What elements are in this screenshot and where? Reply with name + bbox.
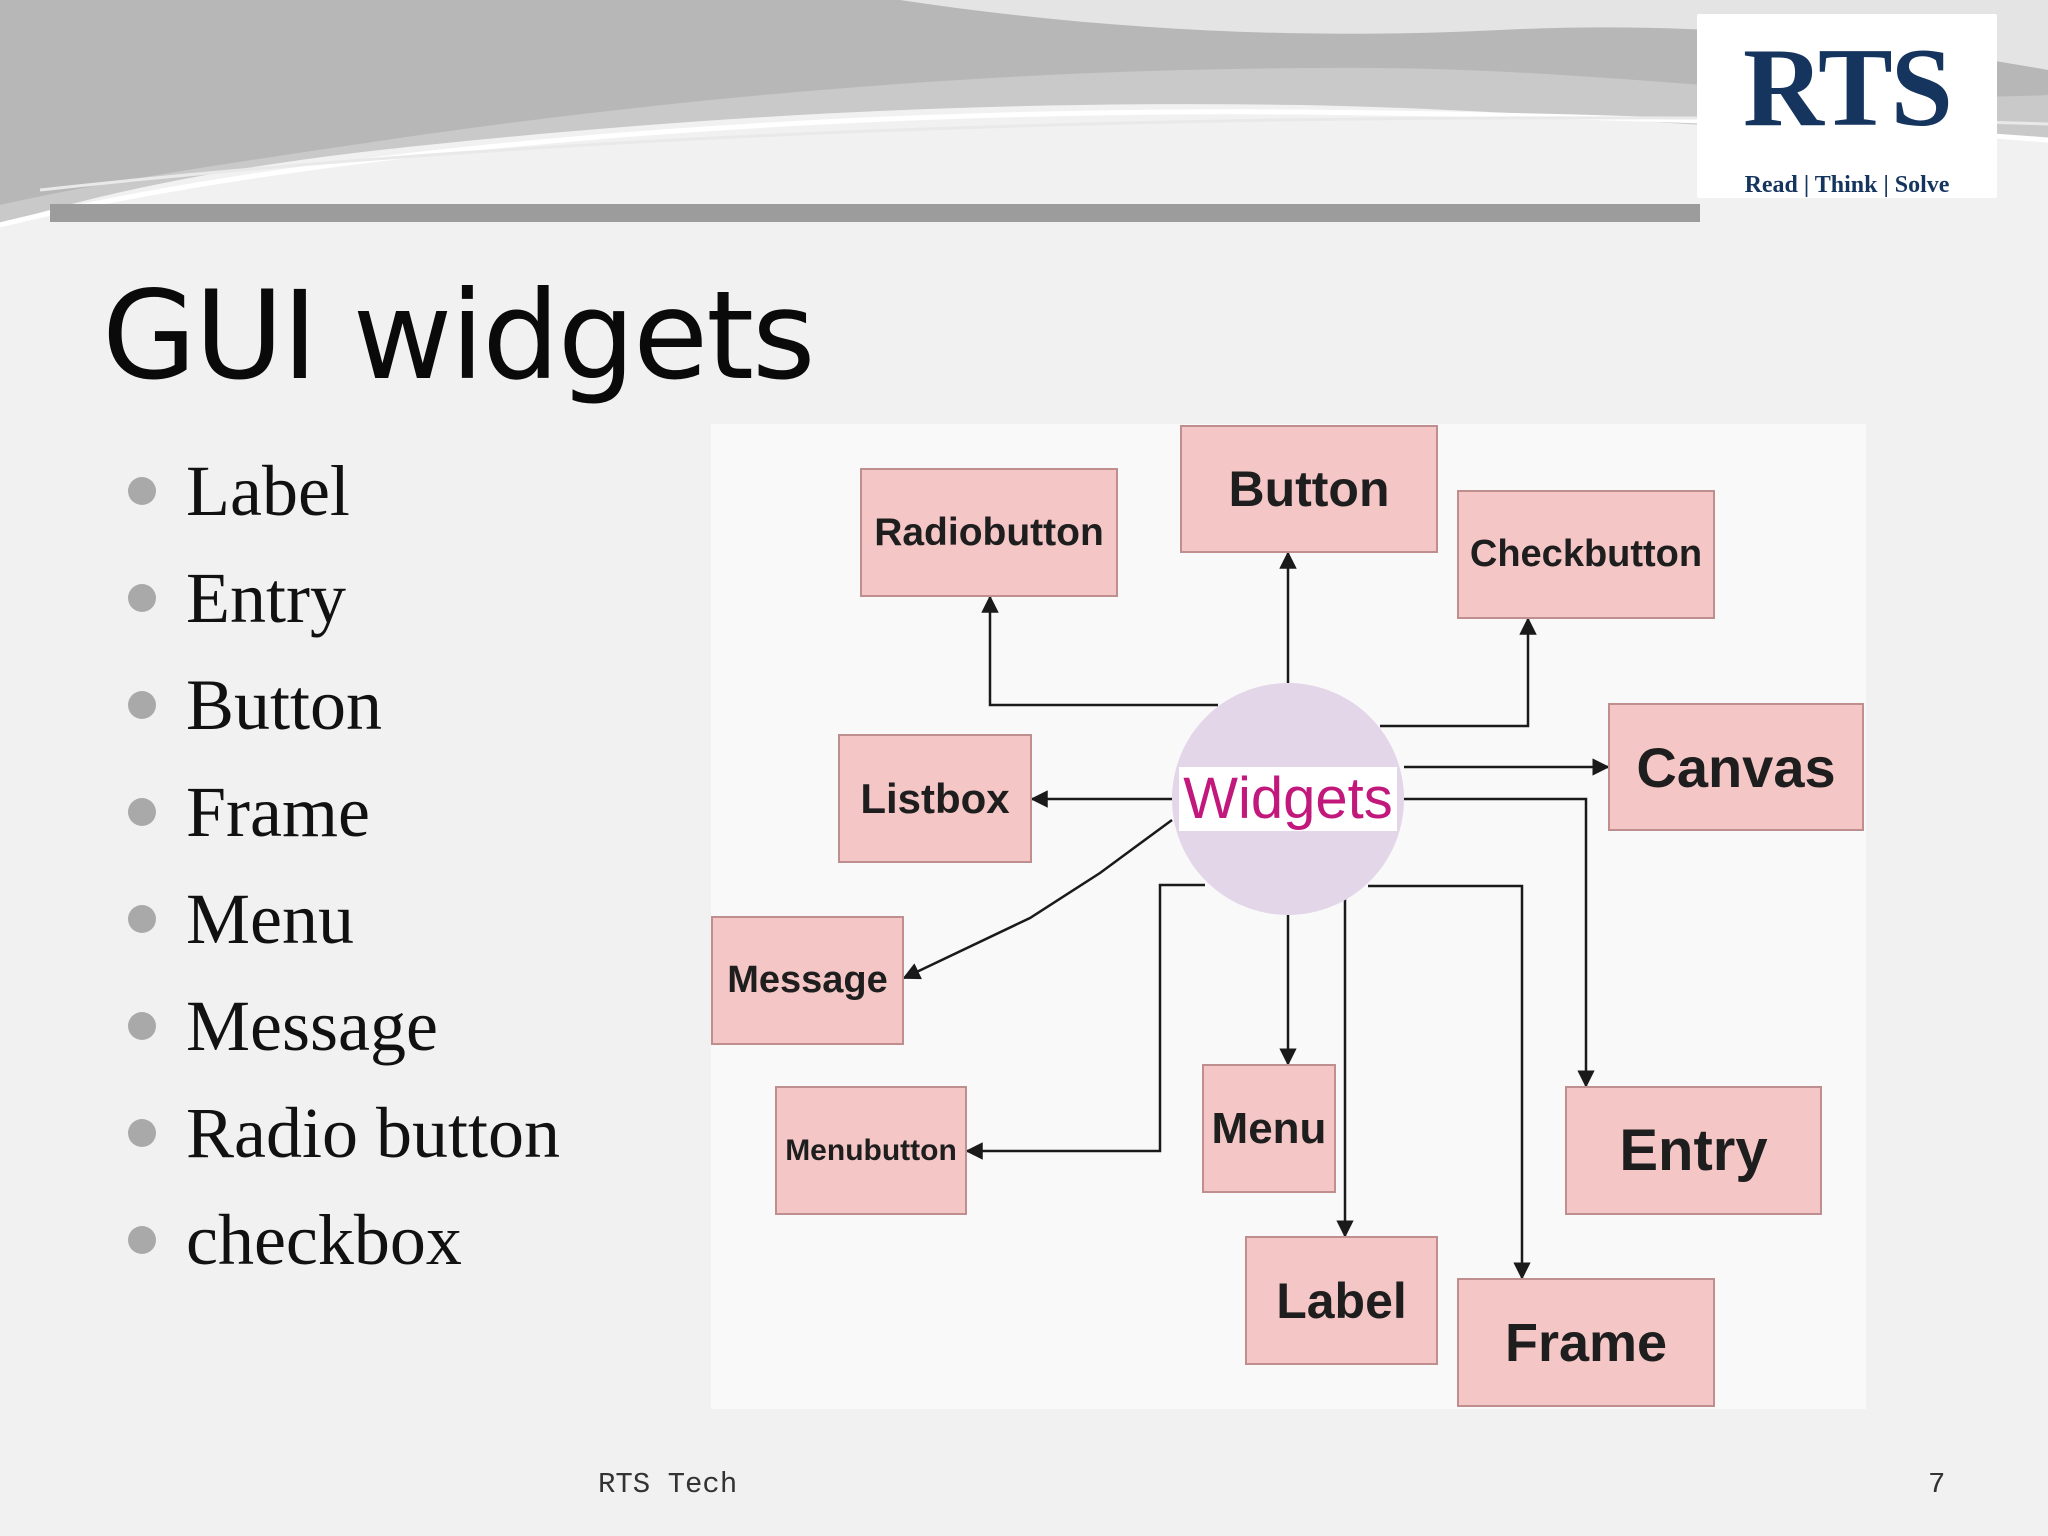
bullet-item: Label bbox=[128, 455, 560, 562]
bullet-item: Menu bbox=[128, 883, 560, 990]
edge-widgets-radiobutton bbox=[981, 595, 1218, 707]
bullet-dot-icon bbox=[128, 584, 156, 612]
node-listbox: Listbox bbox=[838, 734, 1032, 863]
bullet-dot-icon bbox=[128, 1119, 156, 1147]
bullet-text: Frame bbox=[186, 772, 370, 852]
bullet-item: Entry bbox=[128, 562, 560, 669]
bullet-list: Label Entry Button Frame Menu Message Ra… bbox=[128, 455, 560, 1311]
bullet-item: Button bbox=[128, 669, 560, 776]
bullet-dot-icon bbox=[128, 905, 156, 933]
bullet-dot-icon bbox=[128, 477, 156, 505]
bullet-text: Label bbox=[186, 451, 350, 531]
node-canvas: Canvas bbox=[1608, 703, 1864, 831]
bullet-text: Button bbox=[186, 665, 383, 745]
node-button: Button bbox=[1180, 425, 1438, 553]
page-number: 7 bbox=[1928, 1468, 1946, 1501]
node-entry: Entry bbox=[1565, 1086, 1822, 1215]
node-menu: Menu bbox=[1202, 1064, 1336, 1193]
logo-tagline: Read | Think | Solve bbox=[1744, 172, 1950, 198]
bullet-text: Radio button bbox=[186, 1093, 560, 1173]
slide-title: GUI widgets bbox=[102, 265, 816, 407]
node-message: Message bbox=[711, 916, 904, 1045]
edge-widgets-entry bbox=[1404, 797, 1595, 1088]
node-menubutton: Menubutton bbox=[775, 1086, 967, 1215]
bullet-dot-icon bbox=[128, 798, 156, 826]
edge-widgets-checkbutton bbox=[1380, 617, 1537, 728]
bullet-item: checkbox bbox=[128, 1204, 560, 1311]
footer-text: RTS Tech bbox=[598, 1468, 738, 1501]
bullet-item: Message bbox=[128, 990, 560, 1097]
logo-mark: RTS bbox=[1743, 26, 1953, 150]
bullet-dot-icon bbox=[128, 1012, 156, 1040]
node-frame: Frame bbox=[1457, 1278, 1715, 1407]
edge-widgets-menubutton bbox=[965, 883, 1205, 1160]
bullet-text: checkbox bbox=[186, 1200, 462, 1280]
bullet-dot-icon bbox=[128, 691, 156, 719]
node-radiobutton: Radiobutton bbox=[860, 468, 1118, 597]
node-label: Label bbox=[1245, 1236, 1438, 1365]
bullet-dot-icon bbox=[128, 1226, 156, 1254]
edge-widgets-frame bbox=[1368, 884, 1531, 1280]
bullet-item: Frame bbox=[128, 776, 560, 883]
bullet-text: Message bbox=[186, 986, 438, 1066]
hub-label: Widgets bbox=[1179, 767, 1397, 831]
bullet-item: Radio button bbox=[128, 1097, 560, 1204]
hub-widgets: Widgets bbox=[1172, 683, 1404, 915]
bullet-text: Entry bbox=[186, 558, 346, 638]
node-checkbutton: Checkbutton bbox=[1457, 490, 1715, 619]
rts-logo: RTS Read | Think | Solve bbox=[1697, 14, 1997, 198]
bullet-text: Menu bbox=[186, 879, 354, 959]
edge-widgets-message bbox=[902, 818, 1173, 980]
